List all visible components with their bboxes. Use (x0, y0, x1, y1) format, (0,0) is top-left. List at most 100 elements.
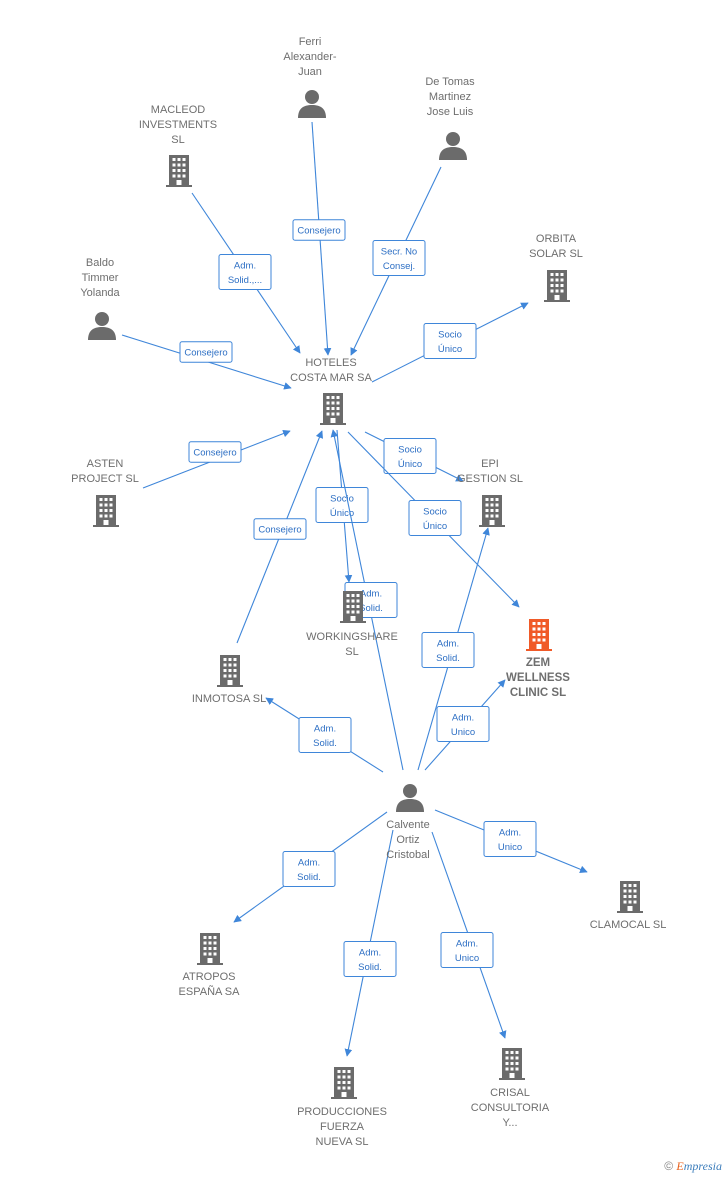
node-label: Timmer (82, 272, 119, 284)
relation-label[interactable]: Adm. Unico (483, 821, 537, 857)
node-label: Martinez (429, 91, 471, 103)
relation-label-text: Socio (330, 493, 354, 504)
edge-calvente-to-clamocal: Adm. Unico (434, 809, 588, 873)
node-label: MACLEOD (151, 104, 205, 116)
person-icon (396, 784, 424, 812)
relation-label-text: Único (438, 344, 462, 355)
relation-label-text: Unico (451, 727, 475, 738)
relation-label-text: Unico (455, 953, 479, 964)
building-icon (617, 881, 643, 913)
building-icon (499, 1048, 525, 1080)
relation-label[interactable]: Adm.Solid.,... (218, 254, 272, 290)
relation-label[interactable]: Consejero (292, 219, 346, 241)
relation-label-text: Solid.,... (228, 275, 262, 286)
edge-calvente-to-atropos: Adm.Solid. (233, 811, 388, 923)
node-label: SL (171, 134, 184, 146)
node-label: ORBITA (536, 233, 577, 245)
building-icon (526, 619, 552, 651)
brand-logo-initial: E (676, 1159, 684, 1173)
node-label: WELLNESS (506, 672, 570, 684)
node-macleod[interactable]: MACLEOD INVESTMENTS SL (139, 104, 217, 187)
node-crisal[interactable]: CRISAL CONSULTORIA Y... (471, 1048, 550, 1129)
relation-label-text: Adm. (452, 712, 474, 723)
edge-calvente-to-epi: Adm.Solid. (417, 527, 490, 771)
node-label: INMOTOSA SL (192, 693, 266, 705)
node-label: Y... (502, 1117, 517, 1129)
relation-label-text: Único (330, 508, 354, 519)
node-label: ATROPOS (183, 971, 236, 983)
relation-label[interactable]: Consejero (253, 518, 307, 540)
node-inmotosa[interactable]: INMOTOSA SL (192, 655, 266, 705)
node-label: EPI (481, 458, 499, 470)
node-label: CLAMOCAL SL (590, 919, 667, 931)
relation-label[interactable]: Adm.Solid. (298, 717, 352, 753)
relation-label[interactable]: Adm.Solid. (421, 632, 475, 668)
building-icon (217, 655, 243, 687)
relation-label-text: Único (398, 459, 422, 470)
relation-label[interactable]: Consejero (179, 341, 233, 363)
node-label: Ferri (299, 36, 322, 48)
copyright-symbol: © (664, 1159, 674, 1173)
node-label: SOLAR SL (529, 248, 583, 260)
node-label: Juan (298, 66, 322, 78)
relation-label-text: Adm. (499, 827, 521, 838)
edge-calvente-to-producciones: Adm.Solid. (343, 829, 397, 1057)
node-orbita[interactable]: ORBITA SOLAR SL (529, 233, 583, 302)
edge-baldo-to-hoteles: Consejero (121, 334, 292, 390)
node-label: CLINIC SL (510, 687, 566, 699)
relation-label[interactable]: Adm. Unico (436, 706, 490, 742)
building-icon (320, 393, 346, 425)
node-clamocal[interactable]: CLAMOCAL SL (590, 881, 667, 931)
relation-label-text: Solid. (313, 738, 337, 749)
relation-label-text: Consejero (184, 348, 227, 359)
footer-credit: © Empresia (664, 1159, 722, 1174)
node-label: Ortiz (396, 834, 419, 846)
edge-ferri-to-hoteles: Consejero (292, 121, 346, 356)
relation-label[interactable]: Adm.Solid. (282, 851, 336, 887)
relation-label-text: Adm. (360, 588, 382, 599)
relation-label-text: Adm. (456, 938, 478, 949)
relation-label-text: Solid. (359, 603, 383, 614)
building-icon (331, 1067, 357, 1099)
node-label: INVESTMENTS (139, 119, 217, 131)
node-label: GESTION SL (457, 473, 523, 485)
building-icon (93, 495, 119, 527)
node-label: CONSULTORIA (471, 1102, 550, 1114)
relation-label[interactable]: Consejero (188, 441, 242, 463)
edge-inmotosa-to-hoteles: Consejero (236, 430, 323, 644)
node-label: PRODUCCIONES (297, 1106, 387, 1118)
node-epi[interactable]: EPI GESTION SL (457, 458, 523, 527)
node-label: Yolanda (80, 287, 120, 299)
node-label: PROJECT SL (71, 473, 139, 485)
relation-label-text: Unico (498, 842, 522, 853)
relation-label-text: Secr. No (381, 246, 417, 257)
brand-logo-text: mpresia (683, 1159, 722, 1173)
relation-label[interactable]: Adm. Unico (440, 932, 494, 968)
relation-label[interactable]: Adm.Solid. (343, 941, 397, 977)
relation-label-text: Socio (398, 444, 422, 455)
edge-macleod-to-hoteles: Adm.Solid.,... (191, 192, 301, 354)
relation-label-text: Socio (423, 506, 447, 517)
node-label: FUERZA (320, 1121, 365, 1133)
edge-asten-to-hoteles: Consejero (142, 429, 291, 489)
node-label: CRISAL (490, 1087, 530, 1099)
node-label: Jose Luis (427, 106, 474, 118)
